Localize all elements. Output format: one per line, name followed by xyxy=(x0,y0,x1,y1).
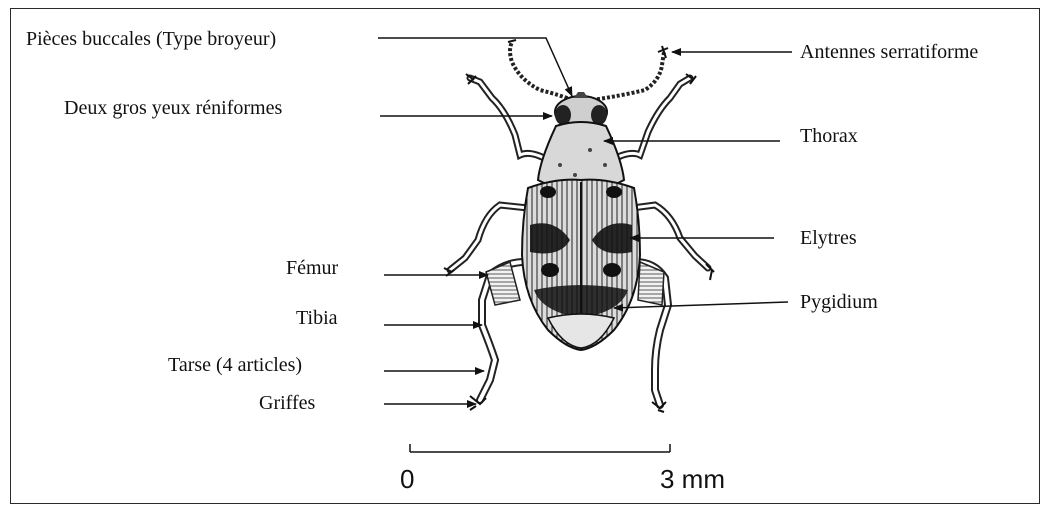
label-pygidium: Pygidium xyxy=(800,292,878,312)
label-yeux: Deux gros yeux réniformes xyxy=(64,98,282,118)
label-antennes: Antennes serratiforme xyxy=(800,42,978,62)
left-antenna xyxy=(510,42,572,100)
beetle-illustration xyxy=(444,40,714,412)
label-tibia: Tibia xyxy=(296,308,338,328)
label-elytres: Elytres xyxy=(800,228,857,248)
scale-start-label: 0 xyxy=(400,466,414,492)
scale-bar xyxy=(410,444,670,452)
front-right-leg xyxy=(612,78,690,160)
right-antenna xyxy=(592,52,664,100)
label-griffes: Griffes xyxy=(259,393,315,413)
scale-end-label: 3 mm xyxy=(660,466,725,492)
label-femur: Fémur xyxy=(286,258,338,278)
pieces-buccales-line xyxy=(378,38,572,96)
label-pieces-buccales: Pièces buccales (Type broyeur) xyxy=(26,29,276,49)
label-thorax: Thorax xyxy=(800,126,858,146)
pygidium-line xyxy=(614,302,788,308)
label-tarse: Tarse (4 articles) xyxy=(168,355,302,375)
